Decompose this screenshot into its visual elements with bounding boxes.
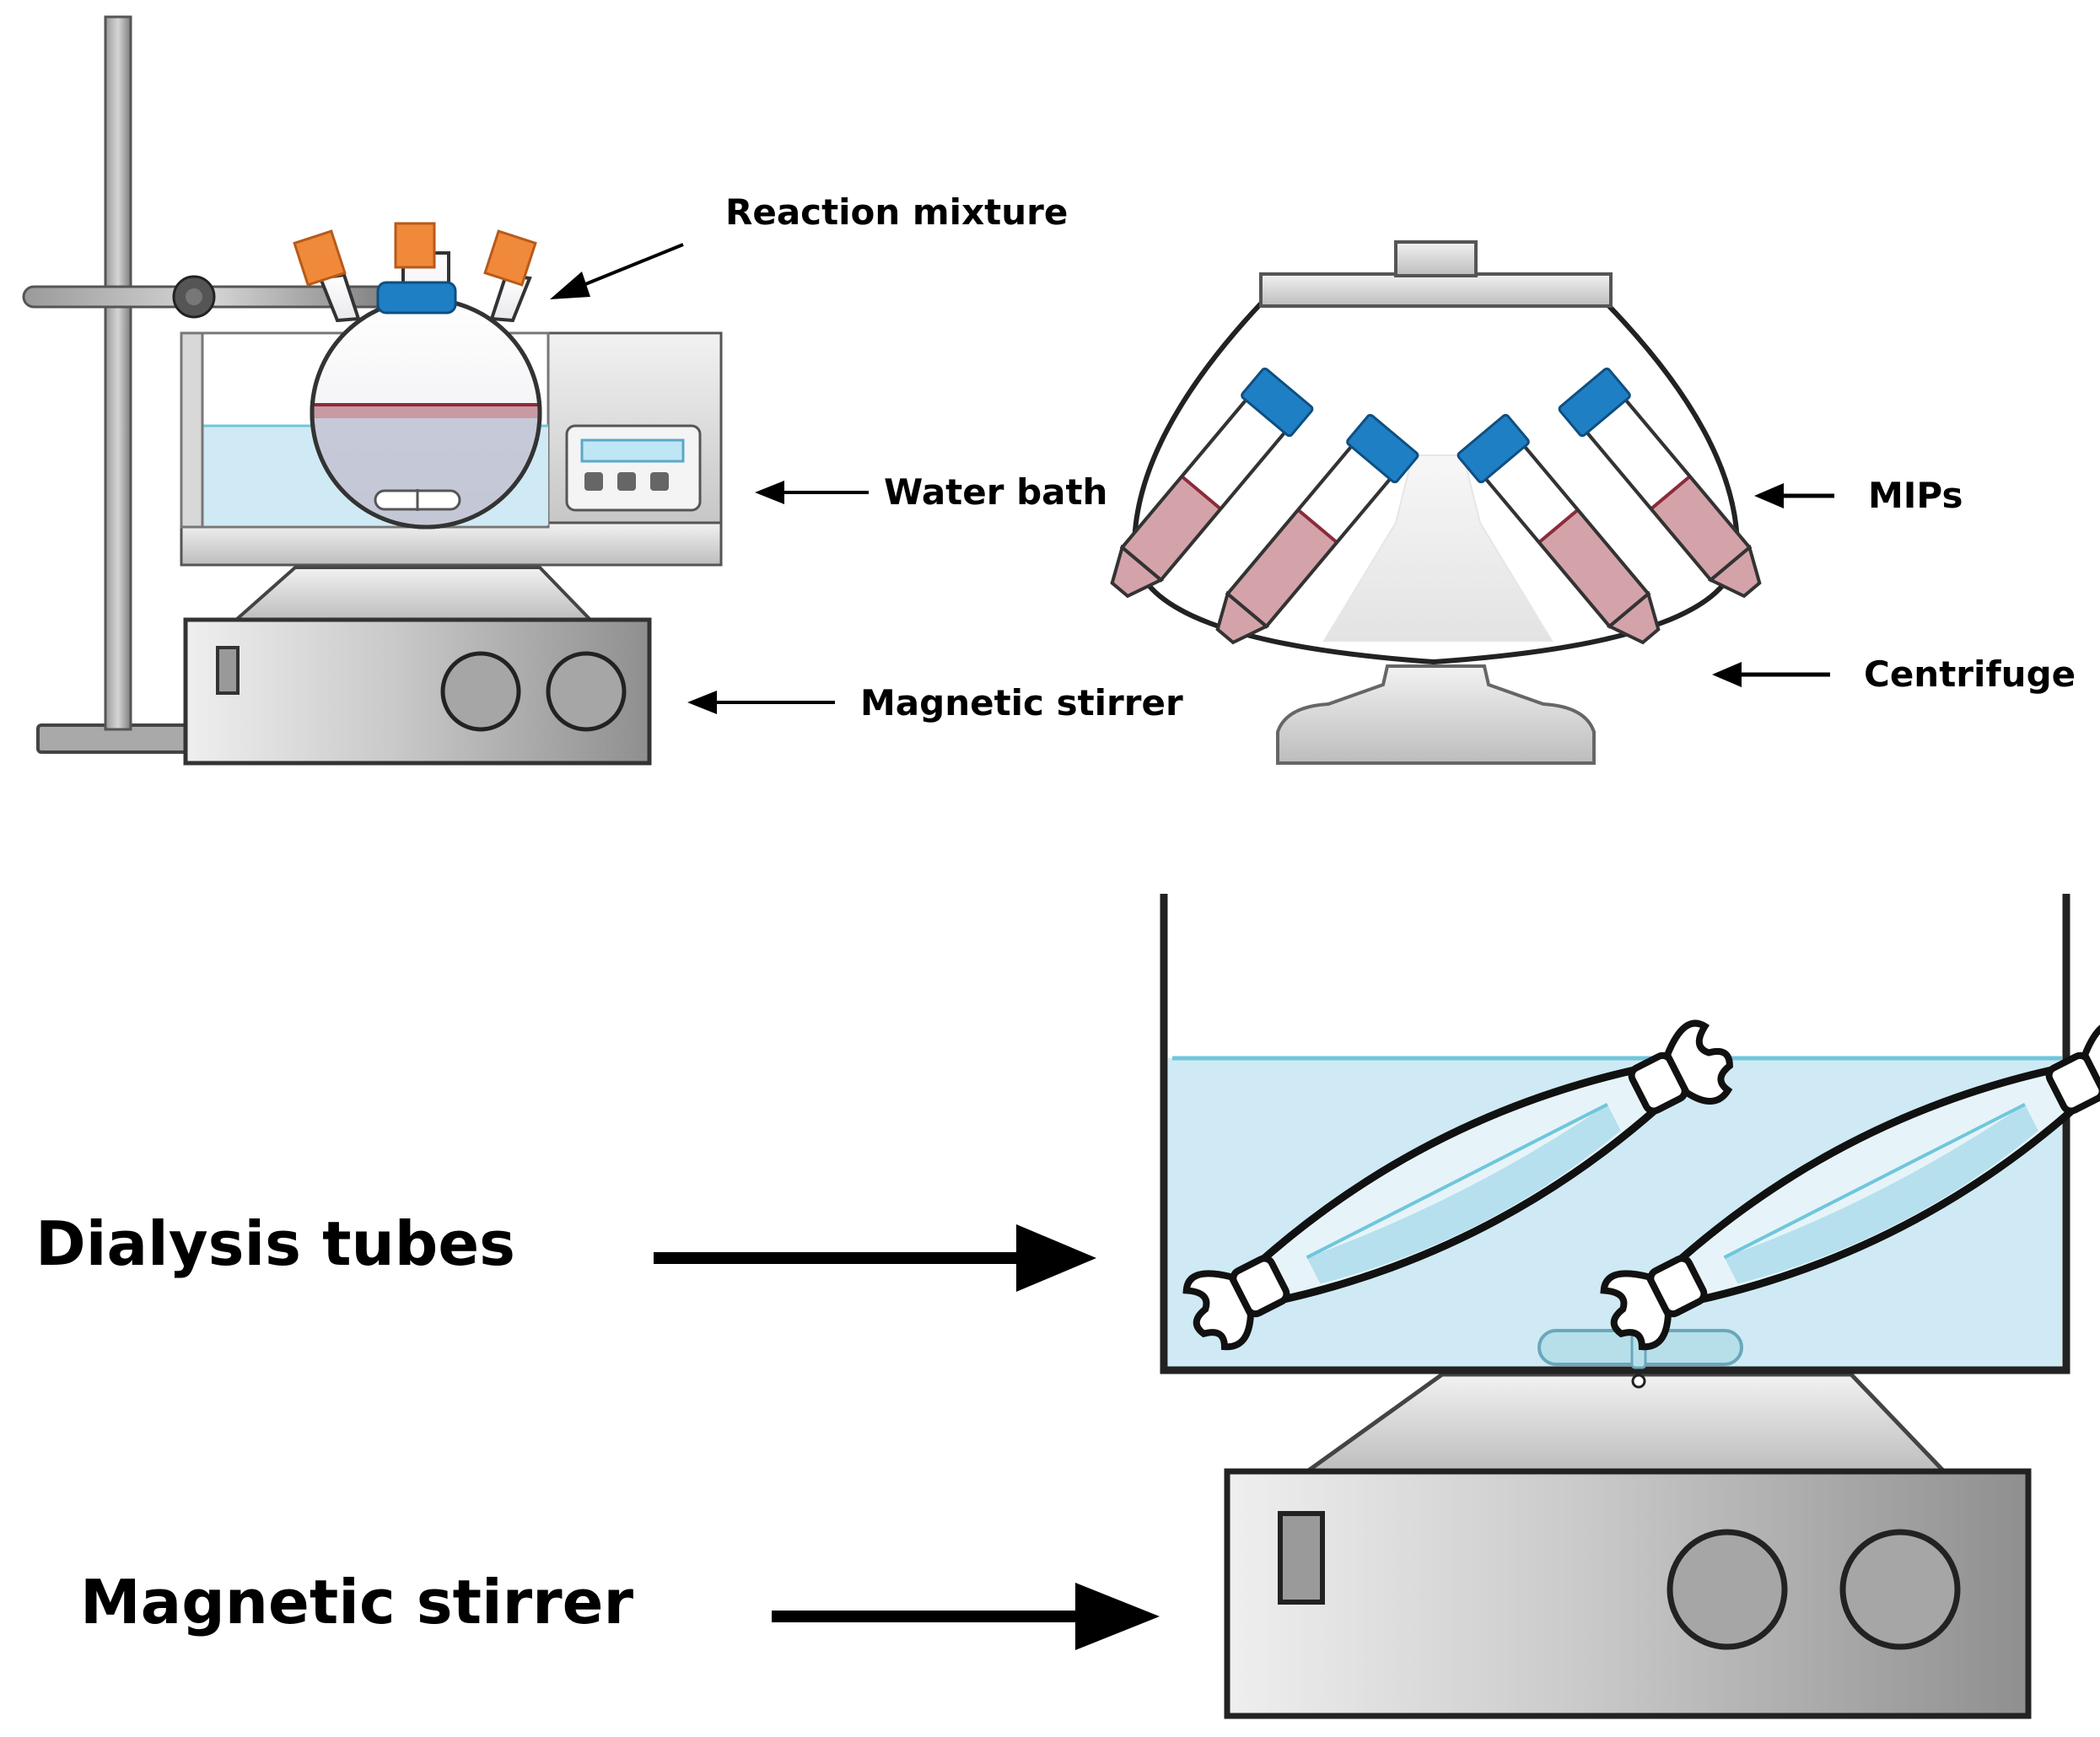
label-centrifuge: Centrifuge [1864,653,2076,695]
label-water-bath: Water bath [884,471,1107,513]
arrow-magnetic-stirrer-bottom [772,1583,1160,1650]
arrow-reaction-mixture [550,243,684,299]
label-magnetic-stirrer-top: Magnetic stirrer [860,682,1183,723]
label-dialysis-tubes: Dialysis tubes [35,1208,515,1279]
centrifuge-tube-3 [1457,413,1661,645]
three-neck-flask [293,222,542,530]
stopper-center [394,222,436,269]
clamp-knob-icon [172,275,216,319]
centrifuge-tube-4 [1558,367,1762,599]
arrow-centrifuge [1712,662,1830,687]
label-reaction-mixture: Reaction mixture [725,191,1068,233]
arrow-dialysis-tubes [654,1224,1096,1292]
stopper-right [483,229,537,287]
retort-stand [22,15,396,754]
centrifuge-tube-1 [1110,367,1314,599]
arrow-mips [1754,483,1834,508]
arrow-magnetic-stirrer-top [687,691,835,714]
label-mips: MIPs [1868,475,1963,516]
centrifuge [1110,240,1762,765]
stopper-left [293,229,347,287]
centrifuge-tube-2 [1215,413,1419,645]
dialysis-tube-1 [1182,1019,1733,1351]
dialysis-tube-2 [1600,1019,2100,1351]
magnetic-stirrer-bottom [1224,1372,2032,1719]
label-magnetic-stirrer-bottom: Magnetic stirrer [80,1567,634,1638]
magnetic-stirrer-top [183,566,652,766]
arrow-water-bath [755,481,869,504]
